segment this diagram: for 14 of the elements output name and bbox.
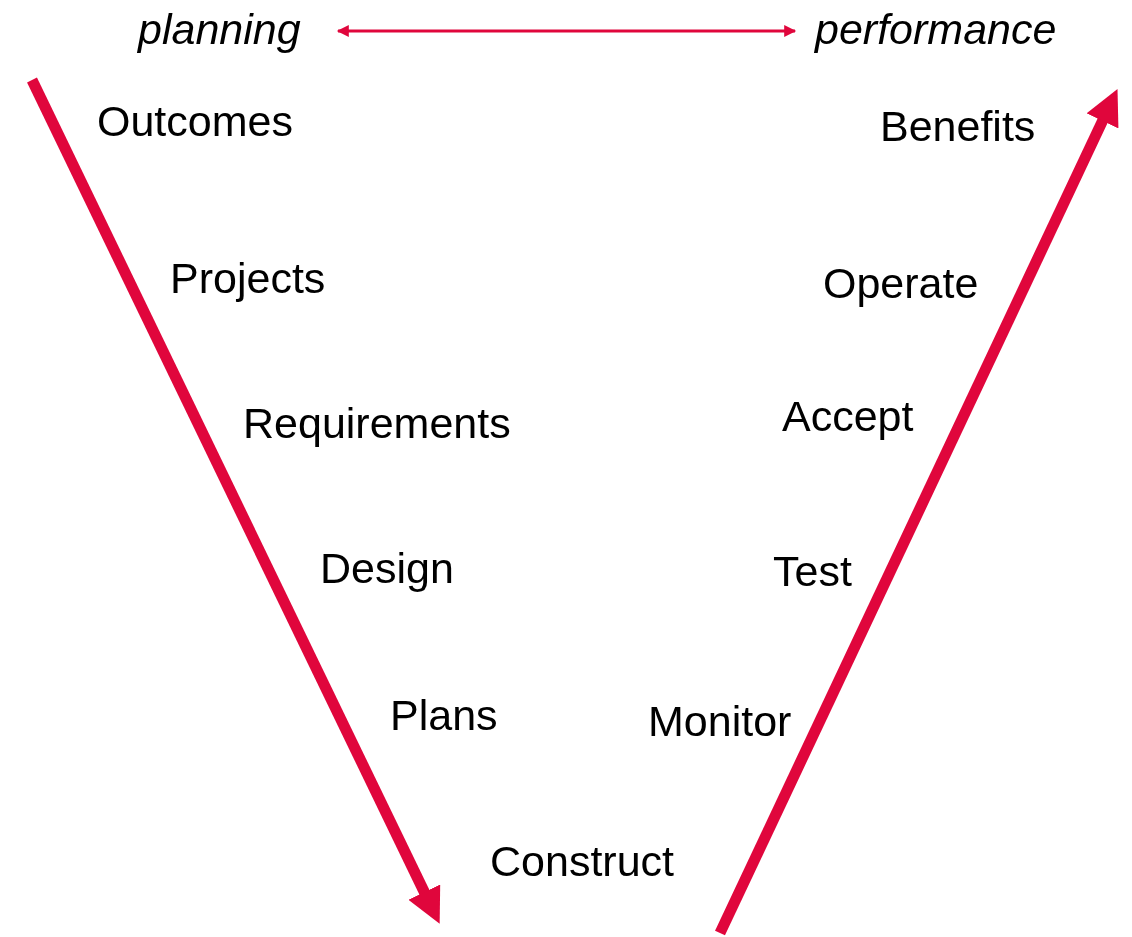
stage-label: Monitor <box>648 696 792 747</box>
stage-label: Projects <box>170 253 326 304</box>
stage-label: Design <box>320 543 454 594</box>
stage-label: Plans <box>390 690 498 741</box>
stage-label: Test <box>773 546 852 597</box>
stage-label: Operate <box>823 258 979 309</box>
stage-label: Requirements <box>243 398 511 449</box>
stage-label: Benefits <box>880 101 1036 152</box>
double-arrow <box>336 25 797 37</box>
axis-label: performance <box>815 4 1057 55</box>
stage-label: Outcomes <box>97 96 293 147</box>
axis-label: planning <box>138 4 301 55</box>
stage-label: Accept <box>782 391 914 442</box>
stage-label: Construct <box>490 836 674 887</box>
